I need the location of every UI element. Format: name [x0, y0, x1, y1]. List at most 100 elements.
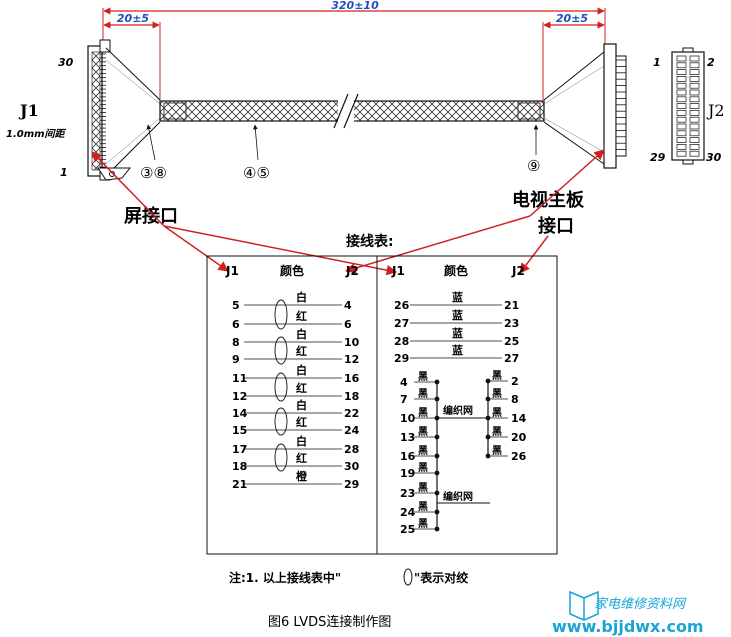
j2-pin-cell [689, 69, 700, 75]
ground-color: 黑 [418, 518, 428, 530]
right-connector [603, 43, 627, 169]
row-j2: 24 [344, 424, 360, 437]
right-header-j2: J2 [511, 264, 525, 278]
right-header-j1: J1 [391, 264, 405, 278]
ground-color: 黑 [418, 501, 428, 513]
row-j2: 27 [504, 352, 519, 365]
ground-node [434, 453, 440, 459]
braid-label-1: 编织网 [443, 404, 473, 417]
right-end-label: 20±5 [556, 12, 589, 25]
j2-pin-cell [676, 150, 687, 157]
j2-pin-cell [676, 76, 687, 82]
screen-interface-label: 屏接口 [124, 205, 178, 227]
table-row: 18 红 30 [232, 451, 360, 473]
j2-pin-cell [676, 137, 687, 143]
ground-pin-j1: 13 [400, 431, 415, 444]
j2-pin-cell [689, 116, 700, 123]
twist-symbol [403, 568, 413, 586]
row-color: 蓝 [452, 290, 463, 304]
j2-pin-cell [689, 82, 700, 89]
row-j2: 4 [344, 299, 352, 312]
j2-pin-cell [689, 150, 700, 157]
row-j1: 28 [394, 335, 409, 348]
row-color: 蓝 [452, 343, 463, 357]
ground-pin-j2: 26 [511, 450, 527, 463]
row-j2: 23 [504, 317, 519, 330]
dimension-lines: 320±10 20±5 20±5 [102, 0, 606, 100]
total-length-label: 320±10 [331, 0, 379, 12]
table-row: 5白4 [232, 290, 352, 312]
row-j1: 15 [232, 424, 247, 437]
cable-body [159, 93, 545, 129]
j2-pin-cell [676, 82, 687, 89]
left-header-j2: J2 [345, 264, 359, 278]
right-header-color: 颜色 [444, 263, 468, 278]
row-j2: 16 [344, 372, 360, 385]
row-color: 红 [296, 344, 307, 358]
j2-pin-bl: 29 [650, 151, 666, 164]
row-j1: 8 [232, 336, 240, 349]
j2-pin-cell [676, 110, 687, 116]
row-j2: 10 [344, 336, 360, 349]
j2-pin-cell [689, 137, 700, 143]
ground-color: 黑 [418, 445, 428, 457]
j2-pin-cell [676, 130, 687, 137]
j2-pin-tl: 1 [653, 56, 661, 69]
j2-pin-cell [689, 123, 700, 130]
note-suffix: "表示对绞 [414, 570, 468, 585]
j2-pin-cell [676, 96, 687, 103]
ground-color: 黑 [418, 407, 428, 419]
row-color: 红 [296, 415, 307, 429]
j2-pin-cell [689, 96, 700, 103]
row-j1: 14 [232, 407, 248, 420]
row-color: 白 [296, 327, 307, 341]
row-color: 红 [296, 451, 307, 465]
ground-pin-j1: 23 [400, 487, 415, 500]
part-right-shell: ⑨ [527, 157, 540, 175]
ground-pin-j2: 20 [511, 431, 527, 444]
table-row: 6红6 [232, 309, 352, 331]
ground-node [434, 379, 440, 385]
ground-pin-j1: 16 [400, 450, 416, 463]
row-j2: 30 [344, 460, 360, 473]
j2-pin-cell [676, 62, 687, 69]
row-j1: 26 [394, 299, 410, 312]
left-header-j1: J1 [225, 264, 239, 278]
ground-node [434, 470, 440, 476]
j2-pin-cell [689, 62, 700, 69]
right-fanout [543, 51, 605, 165]
row-j1: 17 [232, 443, 247, 456]
row-j1: 21 [232, 478, 247, 491]
row-j1: 5 [232, 299, 240, 312]
j2-label: J2 [706, 101, 725, 120]
row-color: 白 [296, 363, 307, 377]
j1-pitch: 1.0mm间距 [6, 128, 67, 140]
j2-pin-cell [676, 103, 687, 109]
row-j1: 6 [232, 318, 240, 331]
j2-pin-cell [689, 76, 700, 82]
ground-color: 黑 [418, 462, 428, 474]
row-j1: 18 [232, 460, 247, 473]
j1-label: J1 [18, 101, 39, 120]
ground-pin-j1: 19 [400, 467, 415, 480]
j1-connector: 30 1 J1 1.0mm间距 [6, 39, 111, 181]
ground-node [434, 509, 440, 515]
twisted-pair-marker [274, 336, 288, 365]
ground-color: 黑 [418, 426, 428, 438]
j2-pin-cell [689, 89, 700, 96]
ground-node [434, 490, 440, 496]
ground-pin-j1: 7 [400, 393, 408, 406]
j2-pin-cell [676, 89, 687, 96]
